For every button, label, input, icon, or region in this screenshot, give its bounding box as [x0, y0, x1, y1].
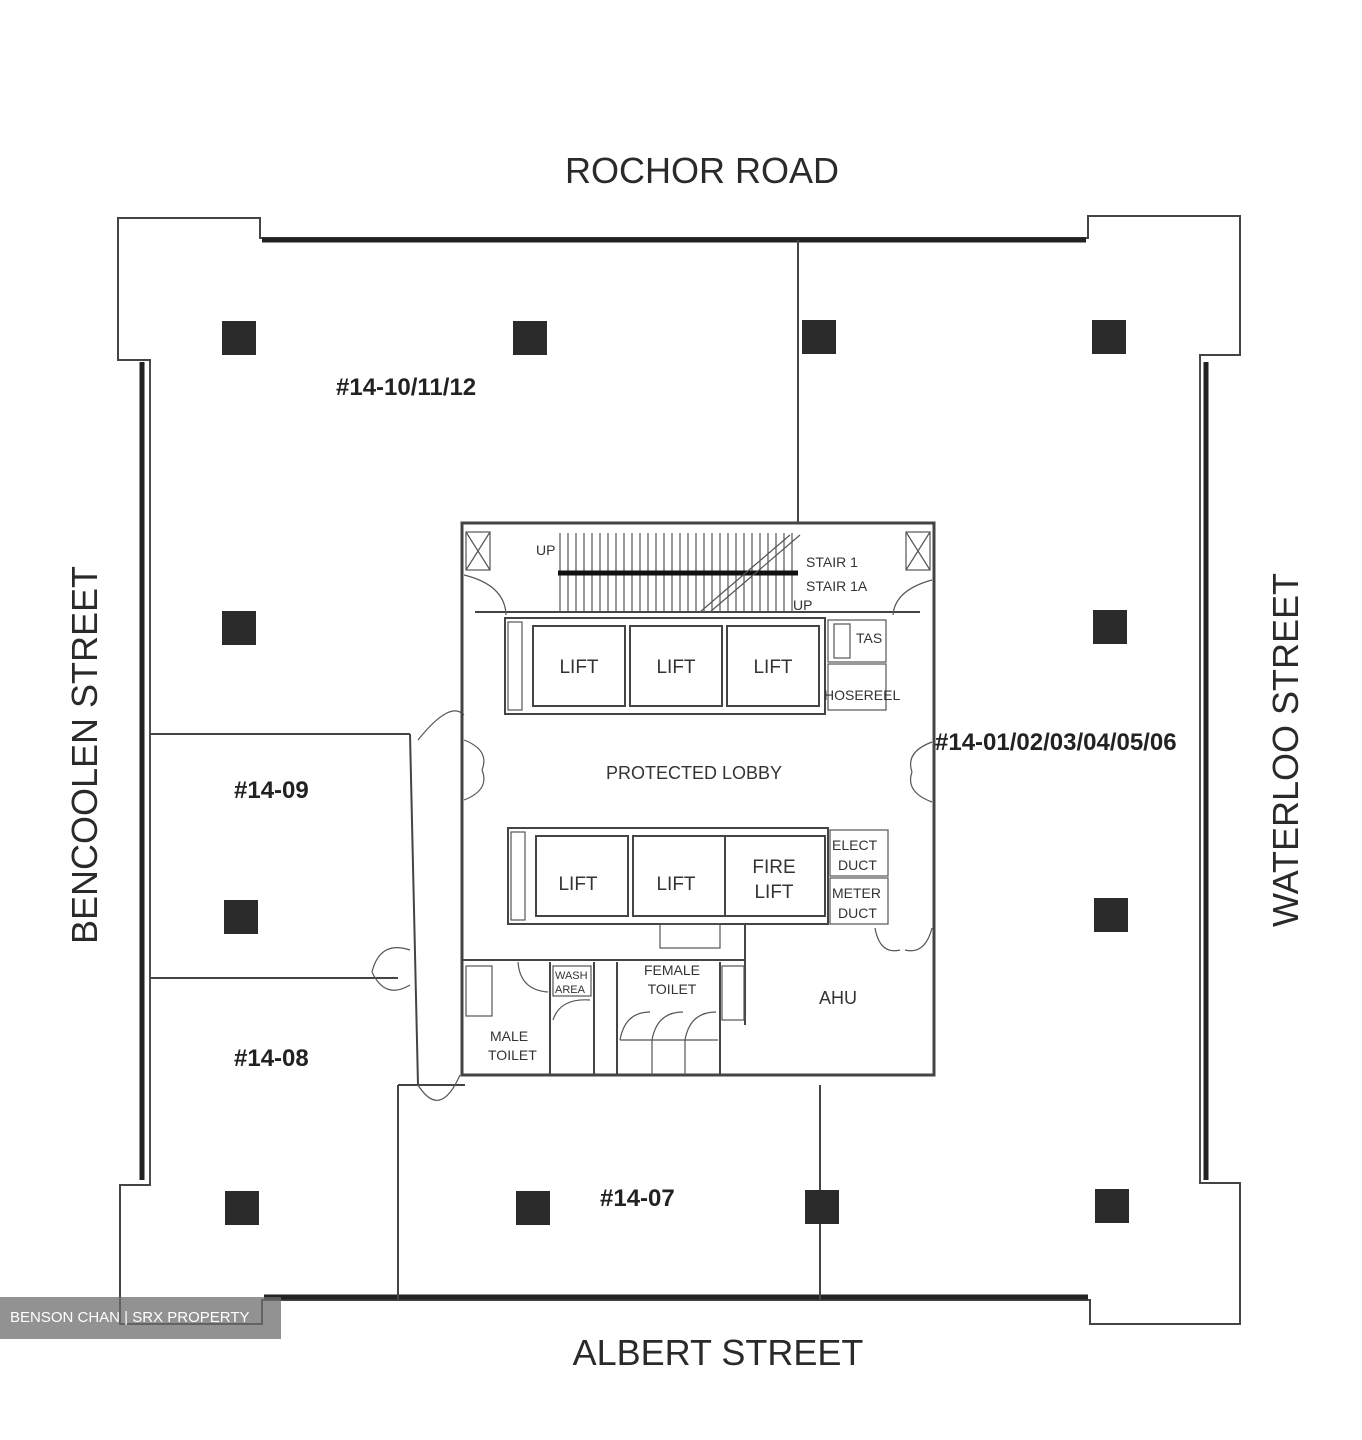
elect-duct-label-line1: ELECT — [832, 837, 878, 853]
column — [513, 321, 547, 355]
watermark-banner: BENSON CHAN | SRX PROPERTY — [0, 1297, 281, 1339]
column — [1092, 320, 1126, 354]
stair-1a-label: STAIR 1A — [806, 578, 868, 594]
column — [1093, 610, 1127, 644]
column — [1095, 1189, 1129, 1223]
fire-lift-label-line2: LIFT — [754, 882, 793, 903]
street-label-west: BENCOOLEN STREET — [64, 566, 105, 944]
male-toilet-label-line1: MALE — [490, 1028, 528, 1044]
column — [805, 1190, 839, 1224]
stair-up-left-label: UP — [536, 542, 555, 558]
lift-label: LIFT — [753, 657, 792, 678]
female-toilet-label-line1: FEMALE — [644, 962, 700, 978]
protected-lobby-label: PROTECTED LOBBY — [606, 763, 782, 783]
lift-label: LIFT — [558, 874, 597, 895]
lift-label: LIFT — [656, 874, 695, 895]
wash-area-label-line2: AREA — [555, 984, 586, 996]
building-outline — [117, 215, 1241, 1325]
elect-duct-label-line2: DUCT — [838, 857, 877, 873]
ahu-label: AHU — [819, 988, 857, 1008]
unit-label-14-08: #14-08 — [234, 1045, 309, 1072]
column — [516, 1191, 550, 1225]
column — [1094, 898, 1128, 932]
column — [224, 900, 258, 934]
unit-label-14-07: #14-07 — [600, 1185, 675, 1212]
column — [225, 1191, 259, 1225]
street-label-north: ROCHOR ROAD — [565, 150, 839, 191]
meter-duct-label-line2: DUCT — [838, 905, 877, 921]
lift-label: LIFT — [559, 657, 598, 678]
wash-area-label-line1: WASH — [555, 970, 588, 982]
street-label-south: ALBERT STREET — [573, 1332, 864, 1373]
female-toilet-label-line2: TOILET — [648, 981, 697, 997]
column — [222, 611, 256, 645]
stair-1-label: STAIR 1 — [806, 554, 858, 570]
unit-label-14-01-06: #14-01/02/03/04/05/06 — [935, 729, 1177, 756]
structural-columns — [222, 320, 1129, 1225]
meter-duct-label-line1: METER — [832, 885, 881, 901]
unit-label-14-09: #14-09 — [234, 777, 309, 804]
hosereel-label: HOSEREEL — [824, 687, 900, 703]
male-toilet-label-line2: TOILET — [488, 1047, 537, 1063]
column — [222, 321, 256, 355]
street-label-east: WATERLOO STREET — [1265, 573, 1306, 927]
lift-label: LIFT — [656, 657, 695, 678]
stair-up-right-label: UP — [793, 597, 812, 613]
building-core — [460, 521, 936, 1077]
column — [802, 320, 836, 354]
unit-label-14-10-11-12: #14-10/11/12 — [336, 374, 476, 401]
tas-label: TAS — [856, 630, 882, 646]
fire-lift-label-line1: FIRE — [752, 857, 795, 878]
